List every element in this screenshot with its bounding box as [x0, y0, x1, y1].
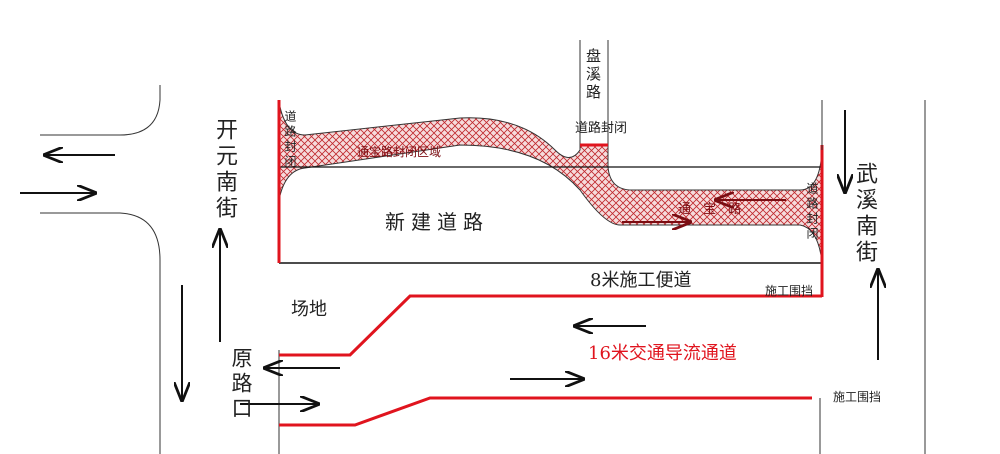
construction-access-label: 8米施工便道	[590, 270, 692, 291]
diversion-channel-label: 16米交通导流通道	[588, 343, 737, 364]
hoarding-label: 施工围挡	[765, 284, 814, 298]
hoarding-upper	[279, 294, 822, 357]
kaiyuan-street-label: 开元南街	[212, 118, 237, 222]
wuxi-street-label: 武溪南街	[852, 162, 877, 266]
site-label: 场地	[291, 299, 327, 320]
panxi-road-label: 盘溪路	[584, 48, 602, 102]
kaiyuan-curb-bottom	[40, 212, 161, 454]
kaiyuan-curb-top	[40, 85, 161, 136]
tongbao-closed-area	[278, 101, 823, 263]
hoarding-lower	[279, 396, 812, 427]
road-closed-top-label: 道路封闭	[575, 121, 628, 136]
tongbao-road-label: 通 宝 路	[678, 202, 746, 217]
hoarding-label: 施工围挡	[833, 390, 882, 404]
road-closed-left-label: 道路封闭	[283, 110, 297, 170]
tongbao-closed-area-label: 通宝路封闭区域	[357, 145, 442, 159]
original-intersection-label: 原路口	[229, 347, 253, 422]
new-road-label: 新建道路	[385, 210, 489, 234]
road-closed-right-label: 道路封闭	[805, 182, 819, 242]
